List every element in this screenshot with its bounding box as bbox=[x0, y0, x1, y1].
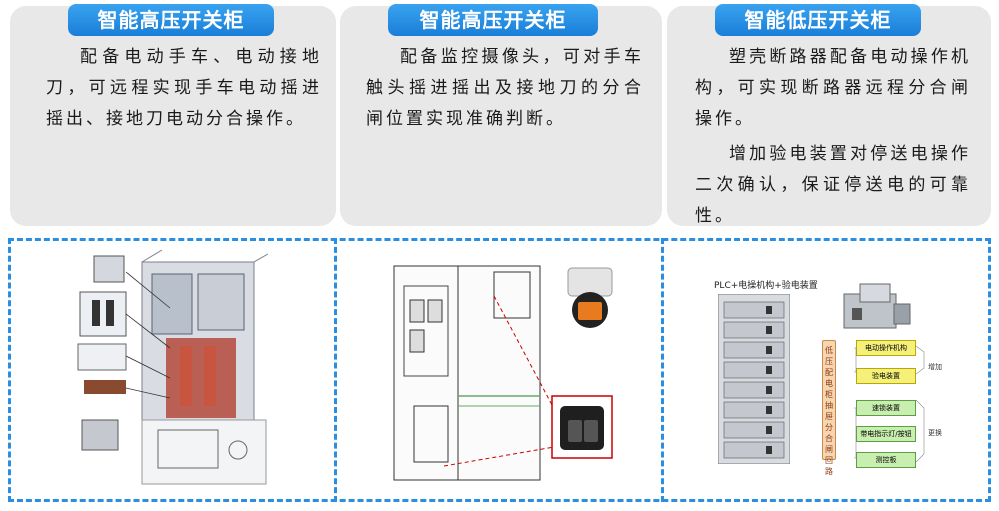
card-title: 智能低压开关柜 bbox=[715, 4, 921, 36]
diagram-box: 电动操作机构 bbox=[856, 340, 916, 356]
low-voltage-diagram: PLC+电操机构+验电装置 低压配电柜抽屉分合闸回路 电动操作机构 验电装置 速… bbox=[712, 278, 952, 476]
feature-card-2: 智能高压开关柜 配备监控摄像头，可对手车触头摇进摇出及接地刀的分合闸位置实现准确… bbox=[340, 4, 662, 226]
card-paragraph: 增加验电装置对停送电操作二次确认，保证停送电的可靠性。 bbox=[695, 144, 971, 226]
side-label-add: 增加 bbox=[928, 363, 942, 371]
diagram-box: 带电指示灯/按钮 bbox=[856, 426, 916, 442]
card-title: 智能高压开关柜 bbox=[388, 4, 598, 36]
feature-card-3: 智能低压开关柜 塑壳断路器配备电动操作机构，可实现断路器远程分合闸操作。 增加验… bbox=[667, 4, 991, 226]
card-paragraph: 配备监控摄像头，可对手车触头摇进摇出及接地刀的分合闸位置实现准确判断。 bbox=[366, 47, 644, 129]
added-items-group: 电动操作机构 验电装置 bbox=[856, 340, 916, 384]
drawer-cabinet-graphic bbox=[718, 294, 790, 464]
card-description: 配备电动手车、电动接地刀，可远程实现手车电动摇进摇出、接地刀电动分合操作。 bbox=[46, 42, 322, 135]
breaker-device-graphic bbox=[843, 283, 911, 329]
card-description: 塑壳断路器配备电动操作机构，可实现断路器远程分合闸操作。 增加验电装置对停送电操… bbox=[695, 42, 971, 232]
cabinet-camera-illustration bbox=[393, 265, 613, 481]
card-title: 智能高压开关柜 bbox=[68, 4, 274, 36]
card-description: 配备监控摄像头，可对手车触头摇进摇出及接地刀的分合闸位置实现准确判断。 bbox=[366, 42, 644, 135]
diagram-title: PLC+电操机构+验电装置 bbox=[714, 281, 818, 291]
vertical-loop-label: 低压配电柜抽屉分合闸回路 bbox=[822, 340, 836, 476]
card-paragraph: 配备电动手车、电动接地刀，可远程实现手车电动摇进摇出、接地刀电动分合操作。 bbox=[46, 47, 322, 129]
frame-divider bbox=[661, 238, 664, 502]
side-label-replace: 更换 bbox=[928, 429, 942, 437]
image-frame bbox=[8, 238, 991, 502]
diagram-box: 速锁装置 bbox=[856, 400, 916, 416]
frame-divider bbox=[334, 238, 337, 502]
feature-card-1: 智能高压开关柜 配备电动手车、电动接地刀，可远程实现手车电动摇进摇出、接地刀电动… bbox=[10, 4, 336, 226]
replaced-items-group: 速锁装置 带电指示灯/按钮 测控板 bbox=[856, 400, 916, 468]
diagram-box: 验电装置 bbox=[856, 368, 916, 384]
card-paragraph: 塑壳断路器配备电动操作机构，可实现断路器远程分合闸操作。 bbox=[695, 47, 971, 129]
switchgear-illustration bbox=[77, 249, 269, 485]
diagram-box: 测控板 bbox=[856, 452, 916, 468]
bracket-lines bbox=[854, 345, 925, 463]
